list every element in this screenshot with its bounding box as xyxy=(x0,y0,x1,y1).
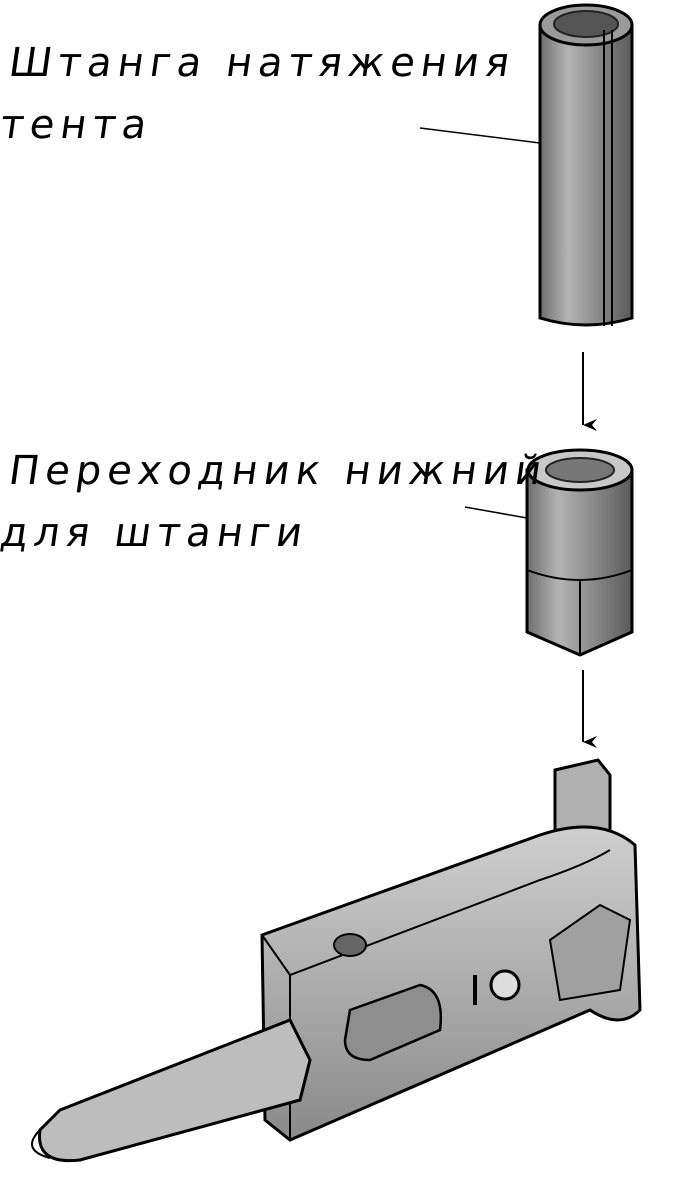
rod-leader-line xyxy=(419,127,541,144)
rod-label: Штанга натяжения тента xyxy=(0,32,520,156)
adapter-part xyxy=(525,448,634,657)
lever-clamp-part xyxy=(31,758,642,1163)
tension-rod-part xyxy=(538,3,634,327)
adapter-label-line1: Переходник нижний xyxy=(6,448,551,494)
adapter-leader-line xyxy=(464,506,528,519)
adapter-label-line2: для штанги xyxy=(0,510,312,556)
rod-label-line1: Штанга натяжения xyxy=(6,40,519,86)
adapter-label: Переходник нижний для штанги xyxy=(0,440,552,564)
rod-label-line2: тента xyxy=(0,102,156,148)
